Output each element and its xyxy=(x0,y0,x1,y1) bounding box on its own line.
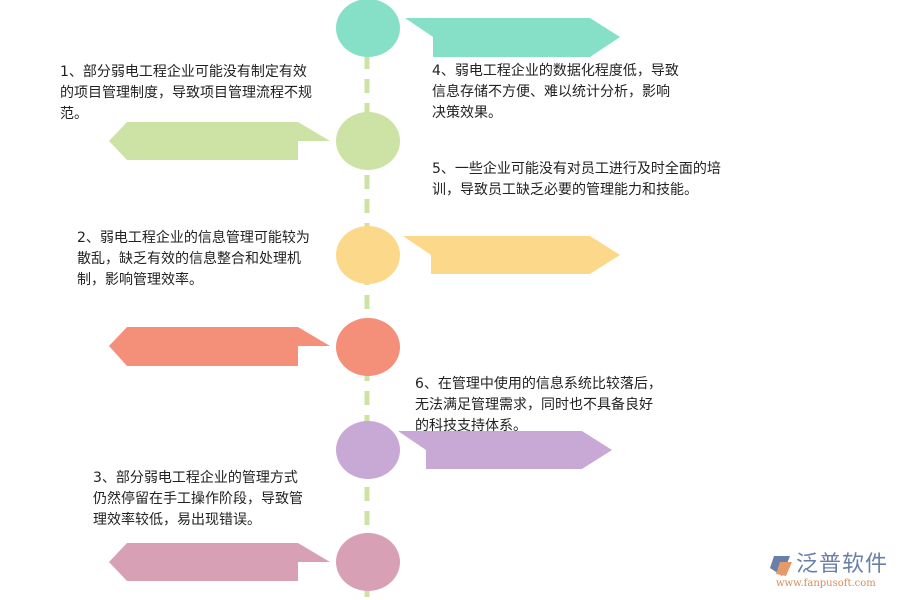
item-4-text: 4、弱电工程企业的数据化程度低，导致信息存储不方便、难以统计分析，影响决策效果。 xyxy=(432,63,679,121)
logo-url: www.fanpusoft.com xyxy=(776,578,876,589)
item-6-text: 6、在管理中使用的信息系统比较落后，无法满足管理需求，同时也不具备良好的科技支持… xyxy=(415,376,662,434)
logo-name: 泛普软件 xyxy=(796,552,889,577)
item-3-text: 3、部分弱电工程企业的管理方式仍然停留在手工操作阶段，导致管理效率较低，易出现错… xyxy=(93,470,303,528)
arrow-1 xyxy=(109,122,330,160)
arrow-2 xyxy=(403,236,620,274)
arrow-5 xyxy=(109,327,330,366)
arrow-3 xyxy=(109,543,330,581)
item-2-text: 2、弱电工程企业的信息管理可能较为散乱，缺乏有效的信息整合和处理机制，影响管理效… xyxy=(77,230,310,288)
logo: 泛普软件 www.fanpusoft.com xyxy=(768,552,893,589)
arrow-4 xyxy=(405,18,620,57)
node-circle-3 xyxy=(336,533,400,591)
node-circle-6 xyxy=(336,421,400,479)
item-1-text: 1、部分弱电工程企业可能没有制定有效的项目管理制度，导致项目管理流程不规范。 xyxy=(60,64,312,122)
node-circle-4 xyxy=(336,0,400,57)
logo-icon xyxy=(770,556,792,576)
arrow-6 xyxy=(398,431,612,469)
node-circle-1 xyxy=(336,112,400,170)
node-circle-2 xyxy=(336,226,400,284)
node-circle-5 xyxy=(336,318,400,376)
item-5-text: 5、一些企业可能没有对员工进行及时全面的培训，导致员工缺乏必要的管理能力和技能。 xyxy=(432,161,721,198)
